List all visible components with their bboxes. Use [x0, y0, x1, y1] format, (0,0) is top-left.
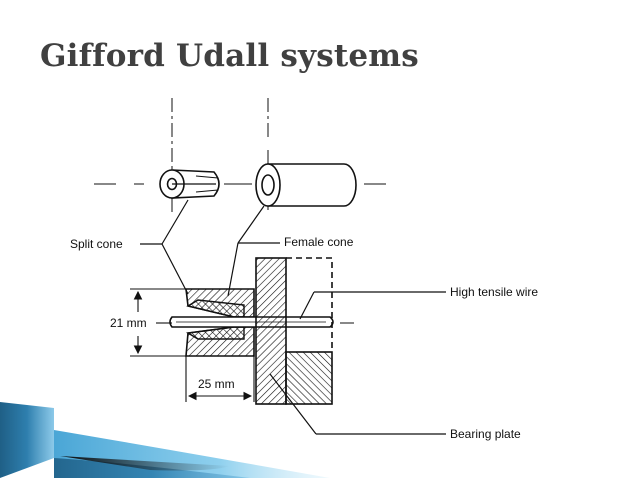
label-dim-length: 25 mm: [198, 377, 235, 391]
leader-lines-right: [269, 291, 446, 435]
label-female-cone: Female cone: [284, 235, 354, 249]
label-high-tensile-wire: High tensile wire: [450, 285, 538, 299]
leader-lines-upper: [140, 199, 280, 297]
split-cone-upper: [159, 169, 220, 199]
bearing-plate: [255, 257, 333, 405]
label-dim-height: 21 mm: [110, 316, 147, 330]
high-tensile-wire: [169, 316, 334, 328]
label-bearing-plate: Bearing plate: [450, 427, 521, 441]
label-split-cone: Split cone: [70, 237, 123, 251]
split-cone-section: [185, 299, 245, 340]
female-cone-upper: [255, 163, 357, 207]
slide-title: Gifford Udall systems: [40, 38, 419, 74]
dimension-length: [185, 356, 255, 402]
dimension-height: [130, 288, 186, 357]
